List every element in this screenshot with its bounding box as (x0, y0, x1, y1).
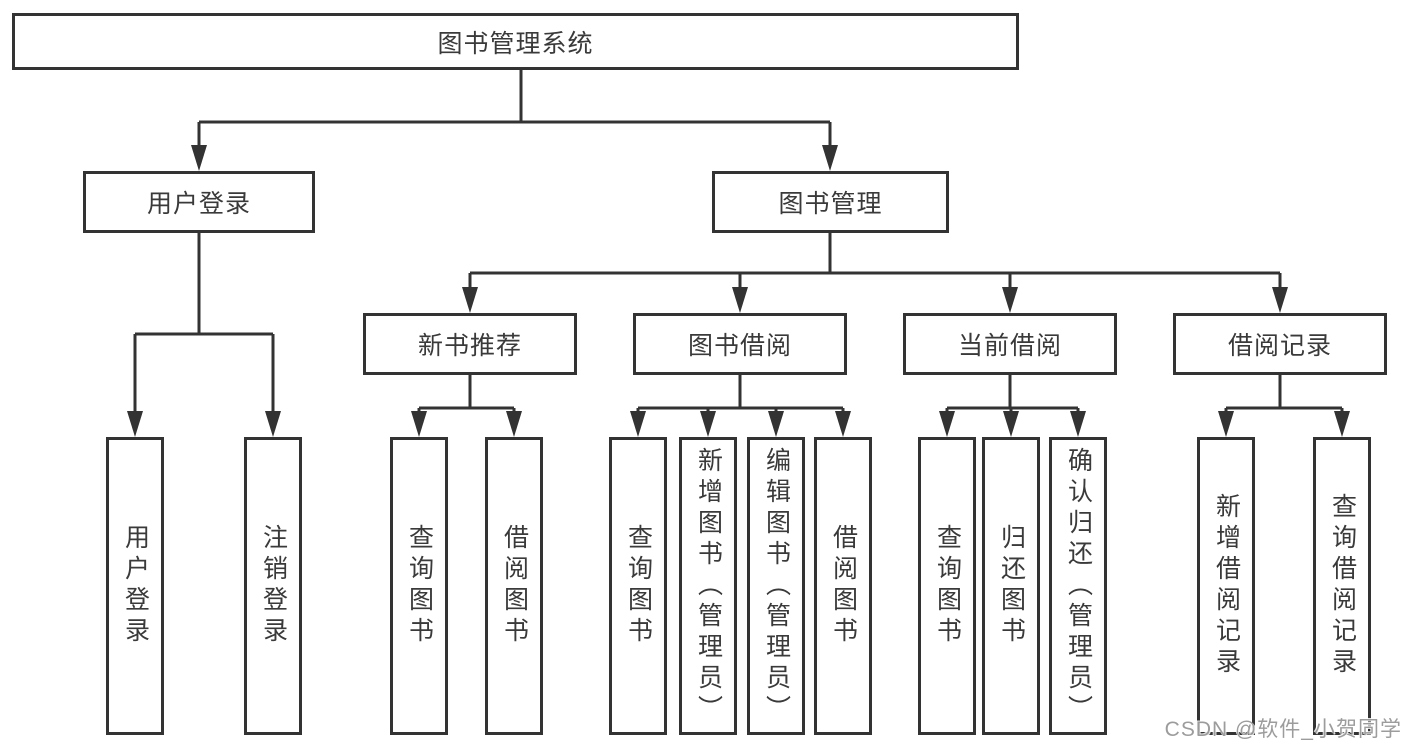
arrowhead (462, 287, 478, 313)
node-label: 新增图书（管理员） (694, 446, 723, 726)
node-label: 归还图书 (997, 524, 1026, 648)
node-user-login: 用户登录 (83, 171, 315, 233)
node-leaf-edit-book-admin: 编辑图书（管理员） (747, 437, 805, 735)
node-label: 查询图书 (624, 524, 653, 648)
node-label: 查询图书 (405, 524, 434, 648)
node-label: 借阅图书 (500, 524, 529, 648)
arrowhead (835, 411, 851, 437)
arrowhead (1002, 287, 1018, 313)
node-current-borrow: 当前借阅 (903, 313, 1117, 375)
arrowhead (506, 411, 522, 437)
node-label: 图书管理系统 (437, 29, 594, 58)
connector-user-login-children (127, 233, 281, 437)
arrowhead (732, 287, 748, 313)
node-leaf-logout-action: 注销登录 (244, 437, 302, 735)
arrowhead (411, 411, 427, 437)
node-leaf-query-borrow-record: 查询借阅记录 (1313, 437, 1371, 735)
arrowhead (939, 411, 955, 437)
connector-current-borrow-children (939, 375, 1086, 437)
node-leaf-query-books-2: 查询图书 (609, 437, 667, 735)
node-label: 编辑图书（管理员） (762, 446, 791, 726)
node-leaf-confirm-return-admin: 确认归还（管理员） (1049, 437, 1107, 735)
node-label: 查询图书 (933, 524, 962, 648)
node-label: 注销登录 (259, 524, 288, 648)
node-leaf-borrow-books-1: 借阅图书 (485, 437, 543, 735)
arrowhead (1334, 411, 1350, 437)
node-label: 新书推荐 (417, 332, 522, 360)
node-leaf-add-book-admin: 新增图书（管理员） (679, 437, 737, 735)
arrowhead (191, 145, 207, 171)
arrowhead (700, 411, 716, 437)
node-leaf-user-login-action: 用户登录 (106, 437, 164, 735)
node-leaf-borrow-books-2: 借阅图书 (814, 437, 872, 735)
node-book-borrow: 图书借阅 (633, 313, 847, 375)
node-label: 确认归还（管理员） (1064, 446, 1093, 726)
node-leaf-query-books-1: 查询图书 (390, 437, 448, 735)
node-new-book-recommend: 新书推荐 (363, 313, 577, 375)
node-leaf-query-books-3: 查询图书 (918, 437, 976, 735)
node-label: 借阅图书 (829, 524, 858, 648)
node-borrow-records: 借阅记录 (1173, 313, 1387, 375)
node-book-management: 图书管理 (712, 171, 949, 233)
node-label: 查询借阅记录 (1328, 493, 1357, 679)
arrowhead (265, 411, 281, 437)
arrowhead (768, 411, 784, 437)
arrowhead (127, 411, 143, 437)
arrowhead (1272, 287, 1288, 313)
node-label: 用户登录 (121, 524, 150, 648)
csdn-watermark: CSDN @软件_小贺同学 (1164, 718, 1402, 741)
arrowhead (1003, 411, 1019, 437)
node-leaf-add-borrow-record: 新增借阅记录 (1197, 437, 1255, 735)
node-label: 当前借阅 (957, 332, 1062, 360)
node-label: 借阅记录 (1227, 332, 1332, 360)
node-label: 图书管理 (778, 190, 883, 218)
arrowhead (1070, 411, 1086, 437)
node-label: 用户登录 (146, 190, 251, 218)
node-label: 图书借阅 (687, 332, 792, 360)
connector-root-to-level2 (191, 70, 838, 171)
arrowhead (822, 145, 838, 171)
connector-book-borrow-children (630, 375, 851, 437)
arrowhead (1218, 411, 1234, 437)
node-root-system: 图书管理系统 (12, 13, 1019, 70)
connector-borrow-records-children (1218, 375, 1350, 437)
connector-book-management-children (462, 233, 1288, 313)
node-label: 新增借阅记录 (1212, 493, 1241, 679)
node-leaf-return-book: 归还图书 (982, 437, 1040, 735)
arrowhead (630, 411, 646, 437)
connector-new-book-recommend-children (411, 375, 522, 437)
